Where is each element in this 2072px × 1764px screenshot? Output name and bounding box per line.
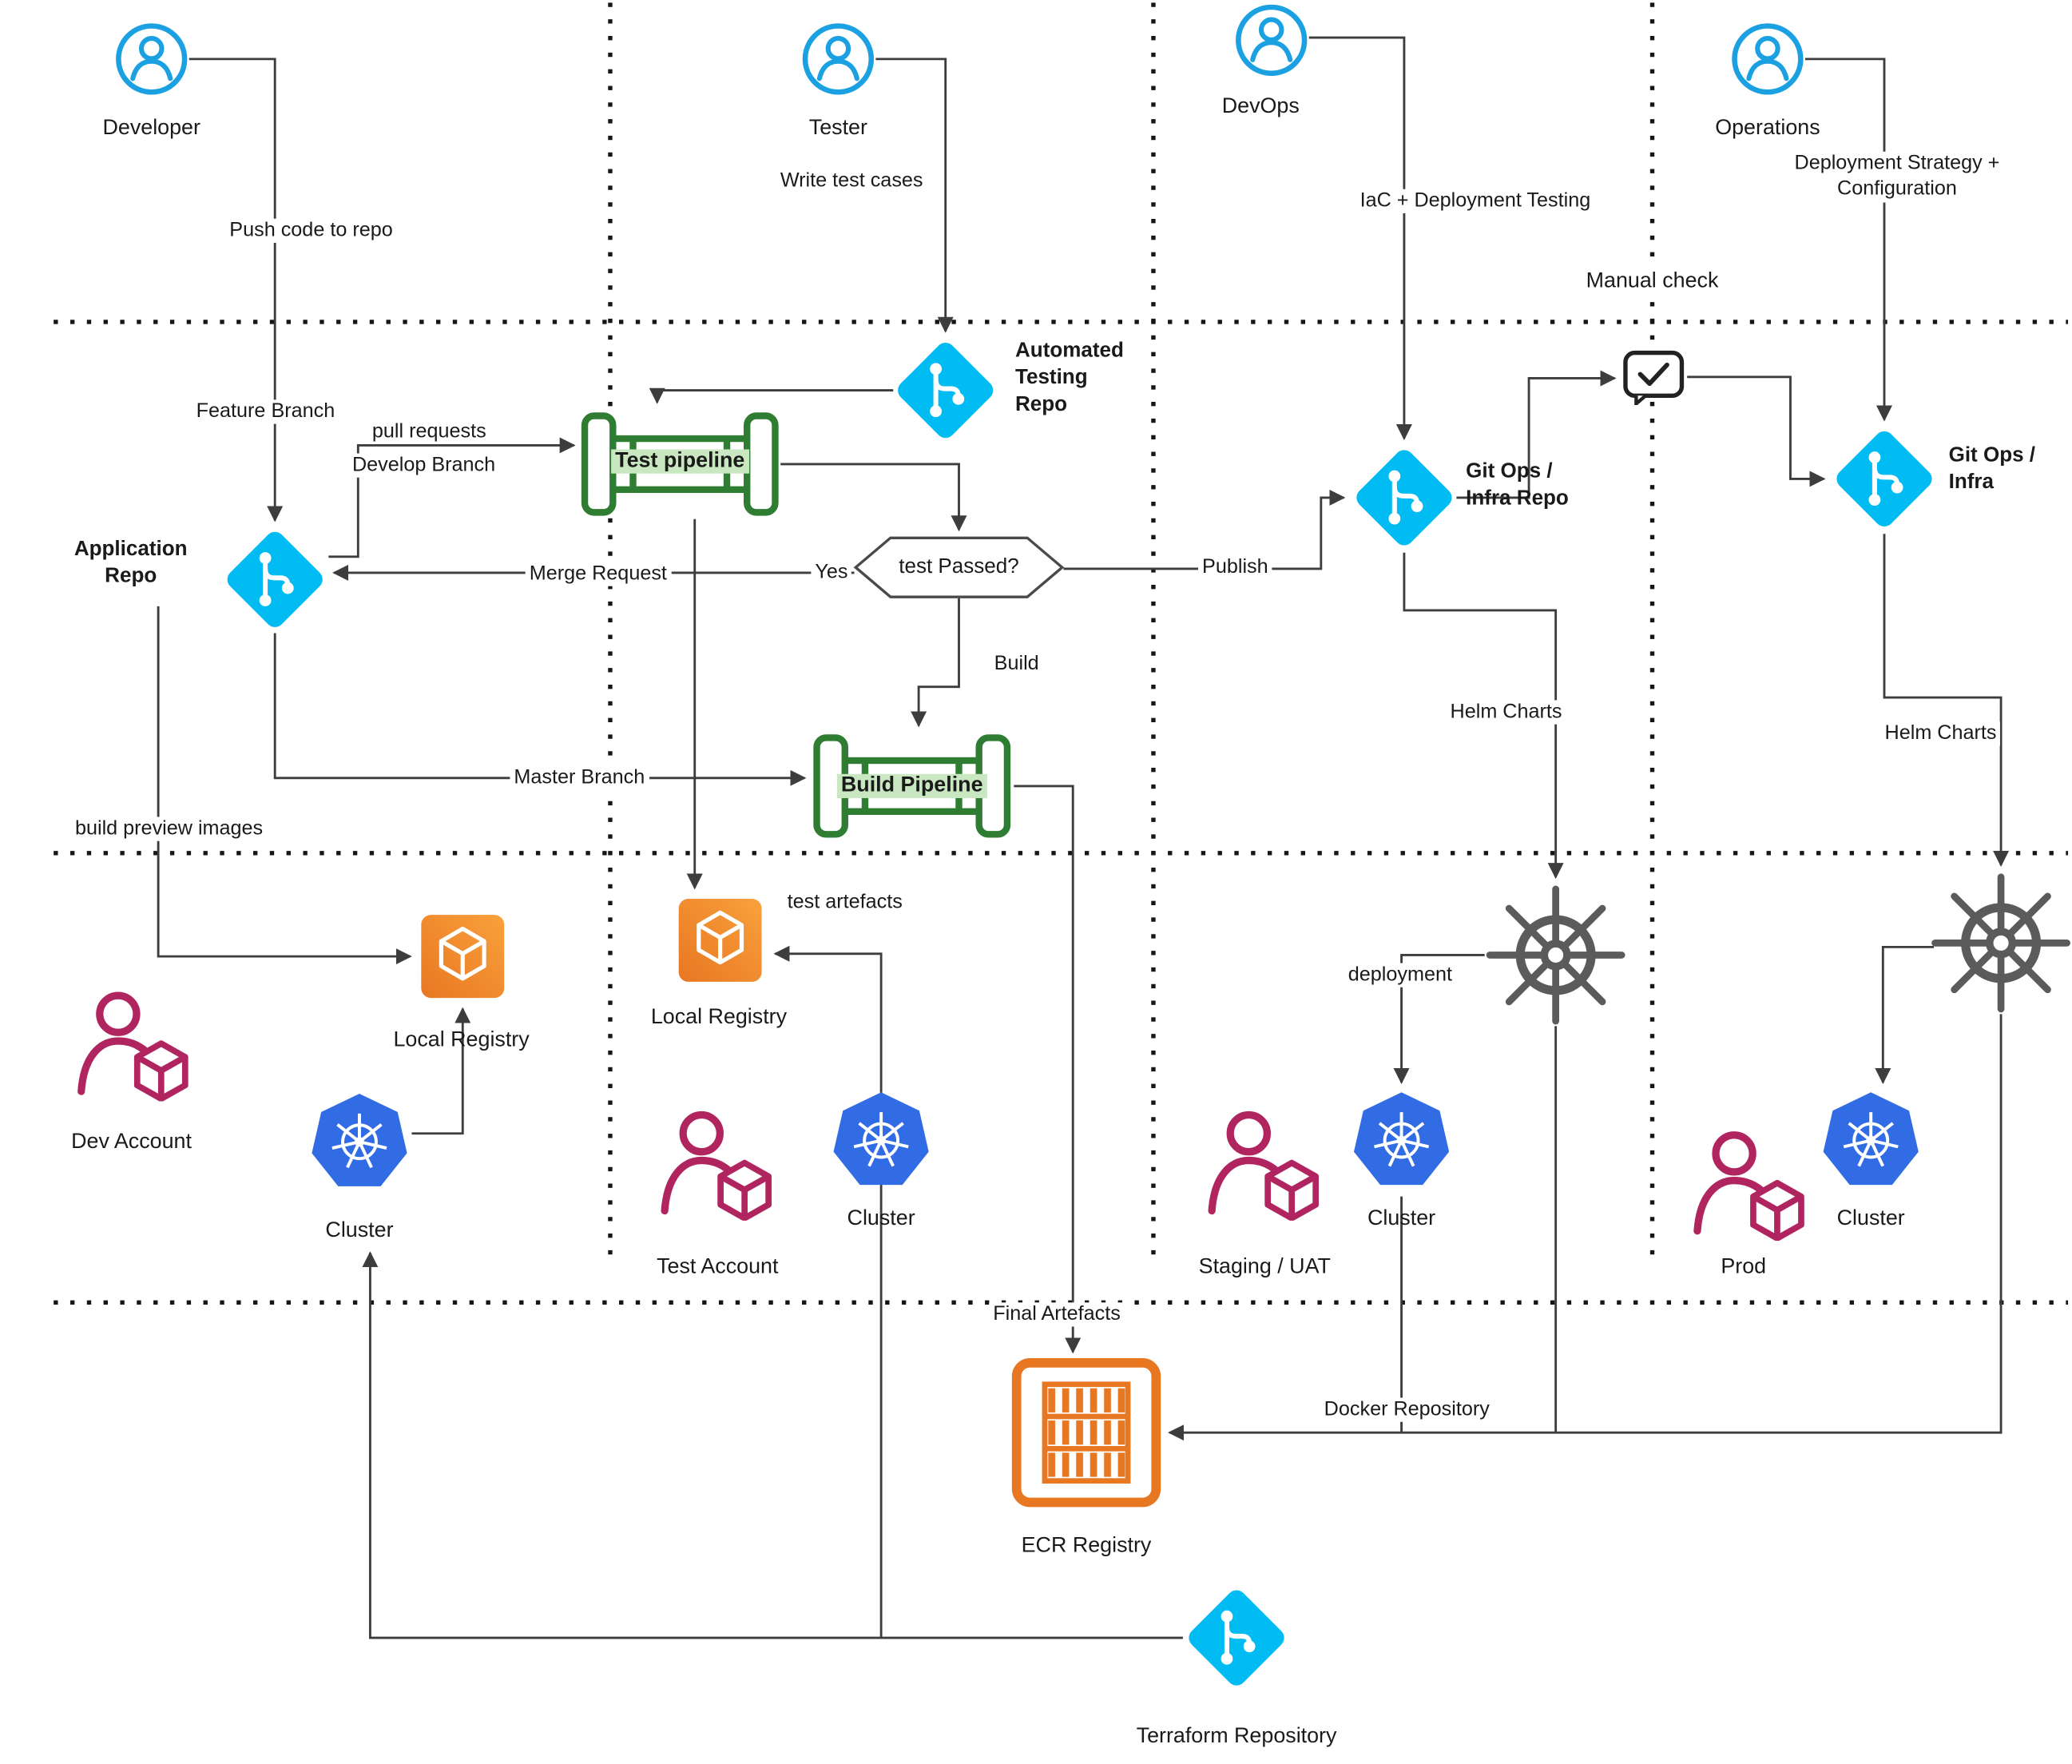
edge-terraform-to-cluster-dev xyxy=(362,1251,1183,1639)
master-branch-label: Master Branch xyxy=(510,765,649,790)
edge-gitops-infra-to-helm-prod xyxy=(1883,534,2010,867)
edge-gitops-repo-to-helm-staging xyxy=(1403,552,1564,880)
pull-requests-label: pull requests xyxy=(367,419,490,444)
edge-decision-to-gitops-repo xyxy=(1063,489,1346,570)
edge-helm-staging-to-cluster-staging xyxy=(1393,954,1485,1084)
prod-account-icon xyxy=(1689,1122,1812,1241)
developer-label: Developer xyxy=(102,117,200,140)
prod-label: Prod xyxy=(1721,1255,1767,1279)
edge-helm-prod-to-cluster-prod xyxy=(1875,945,1935,1084)
developer-person-icon xyxy=(114,22,189,97)
edge-testing-repo-to-test-pipeline xyxy=(649,387,894,404)
gitops-infra-repo-git-icon xyxy=(1351,444,1458,551)
ecr-registry-label: ECR Registry xyxy=(1021,1534,1152,1558)
merge-request-label: Merge Request xyxy=(525,562,671,586)
edge-app-repo-to-test-pipeline xyxy=(328,437,576,558)
edge-app-repo-to-build-pipeline xyxy=(273,633,807,786)
automated-testing-repo-git-icon xyxy=(892,336,999,443)
local-registry-test-icon xyxy=(676,896,764,985)
build-pipeline-label: Build Pipeline xyxy=(836,773,987,799)
helm-charts-staging-label: Helm Charts xyxy=(1446,700,1566,725)
ecr-registry-icon xyxy=(1011,1357,1161,1508)
dev-account-icon xyxy=(73,983,196,1102)
deployment-label: deployment xyxy=(1344,963,1457,987)
publish-label: Publish xyxy=(1198,555,1272,580)
edge-devops-to-gitops-repo xyxy=(1308,36,1412,441)
cluster-prod-kubernetes-icon xyxy=(1819,1089,1923,1194)
edge-terraform-to-local-registry-test xyxy=(773,945,883,1639)
operations-person-icon xyxy=(1730,22,1805,97)
cluster-staging-kubernetes-icon xyxy=(1349,1089,1454,1194)
terraform-repo-git-icon xyxy=(1183,1584,1290,1691)
helm-wheel-prod-icon xyxy=(1931,873,2071,1013)
local-registry-test-label: Local Registry xyxy=(650,1006,788,1029)
edge-cluster-dev-to-local-registry-dev xyxy=(411,1007,471,1135)
manual-check-label: Manual check xyxy=(1582,268,1723,295)
local-registry-dev-label: Local Registry xyxy=(393,1028,530,1052)
edge-build-pipeline-to-ecr xyxy=(1014,785,1082,1354)
edge-app-repo-to-local-registry-dev xyxy=(157,606,412,965)
tester-person-icon xyxy=(800,22,875,97)
test-passed-label: test Passed? xyxy=(899,555,1019,578)
devops-label: DevOps xyxy=(1221,95,1300,118)
tester-label: Tester xyxy=(808,117,867,140)
test-account-icon xyxy=(656,1102,779,1221)
helm-charts-prod-label: Helm Charts xyxy=(1880,721,2001,746)
cluster-test-label: Cluster xyxy=(847,1207,915,1230)
application-repo-label: Application Repo xyxy=(73,538,188,588)
local-registry-dev-icon xyxy=(419,912,507,1001)
docker-repository-label: Docker Repository xyxy=(1320,1397,1494,1422)
automated-testing-repo-label: Automated Testing Repo xyxy=(1015,339,1124,416)
cluster-dev-kubernetes-icon xyxy=(307,1091,411,1195)
edge-manual-check-to-gitops-infra xyxy=(1687,375,1826,487)
build-label: Build xyxy=(990,651,1043,677)
edge-developer-to-app-repo xyxy=(189,58,284,522)
develop-branch-label: Develop Branch xyxy=(347,453,500,478)
terraform-repository-label: Terraform Repository xyxy=(1136,1725,1337,1748)
devops-person-icon xyxy=(1234,2,1309,77)
write-test-cases-label: Write test cases xyxy=(776,169,927,193)
push-code-label: Push code to repo xyxy=(225,218,397,243)
operations-label: Operations xyxy=(1715,117,1820,140)
gitops-infra-git-icon xyxy=(1831,425,1938,532)
cluster-staging-label: Cluster xyxy=(1367,1207,1436,1230)
edge-helm-prod-to-ecr xyxy=(1168,1014,2003,1441)
cluster-test-kubernetes-icon xyxy=(829,1089,934,1194)
test-pipeline-label: Test pipeline xyxy=(611,449,749,474)
edge-tester-to-testing-repo xyxy=(875,58,954,333)
gitops-infra-repo-label: Git Ops / Infra Repo xyxy=(1466,459,1569,511)
build-preview-images-label: build preview images xyxy=(70,816,268,841)
test-passed-decision xyxy=(853,536,1065,598)
feature-branch-label: Feature Branch xyxy=(192,399,339,424)
cluster-prod-label: Cluster xyxy=(1836,1207,1905,1230)
test-account-label: Test Account xyxy=(657,1255,779,1279)
dev-account-label: Dev Account xyxy=(71,1130,192,1154)
edge-gitops-repo-to-manual-check xyxy=(1456,370,1617,499)
deployment-strategy-label: Deployment Strategy + Configuration xyxy=(1766,151,2028,202)
yes-label: Yes xyxy=(811,560,852,586)
gitops-infra-label: Git Ops / Infra xyxy=(1948,443,2036,495)
test-artefacts-label: test artefacts xyxy=(783,890,907,916)
staging-uat-label: Staging / UAT xyxy=(1198,1255,1331,1279)
helm-wheel-staging-icon xyxy=(1486,885,1625,1025)
staging-uat-account-icon xyxy=(1203,1102,1326,1221)
edge-test-pipeline-to-decision xyxy=(780,463,967,532)
edge-decision-to-build-pipeline xyxy=(911,598,960,728)
application-repo-git-icon xyxy=(221,526,328,633)
cluster-dev-label: Cluster xyxy=(325,1219,394,1242)
edge-operations-to-gitops-infra xyxy=(1804,58,1892,422)
iac-deployment-testing-label: IaC + Deployment Testing xyxy=(1356,189,1595,213)
final-artefacts-label: Final Artefacts xyxy=(989,1302,1125,1327)
manual-check-icon xyxy=(1621,349,1686,406)
